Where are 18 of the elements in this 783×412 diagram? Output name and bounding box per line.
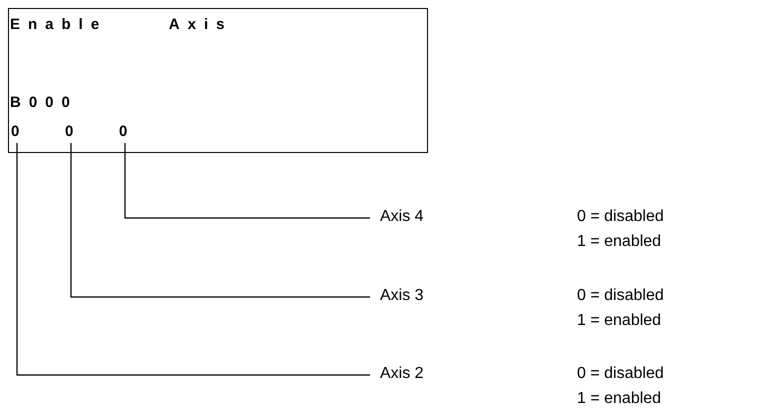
register-code: B000 (10, 94, 78, 112)
display-panel (8, 8, 428, 153)
bit-digit: 0 (11, 123, 23, 141)
state-description: 0 = disabled (577, 365, 664, 383)
axis-label: Axis 3 (380, 287, 440, 307)
axis-label: Axis 4 (380, 208, 440, 228)
state-description: 1 = enabled (577, 390, 662, 408)
leader-line (124, 143, 370, 219)
state-description: 1 = enabled (577, 312, 662, 330)
bit-digit: 0 (119, 123, 131, 141)
bit-digit: 0 (65, 123, 77, 141)
state-description: 0 = disabled (577, 287, 664, 305)
leader-line (16, 143, 370, 376)
axis-label: Axis 2 (380, 365, 440, 385)
state-description: 1 = enabled (577, 233, 662, 251)
leader-line (70, 143, 370, 298)
display-heading: Enable Axis (10, 16, 232, 34)
state-description: 0 = disabled (577, 208, 664, 226)
